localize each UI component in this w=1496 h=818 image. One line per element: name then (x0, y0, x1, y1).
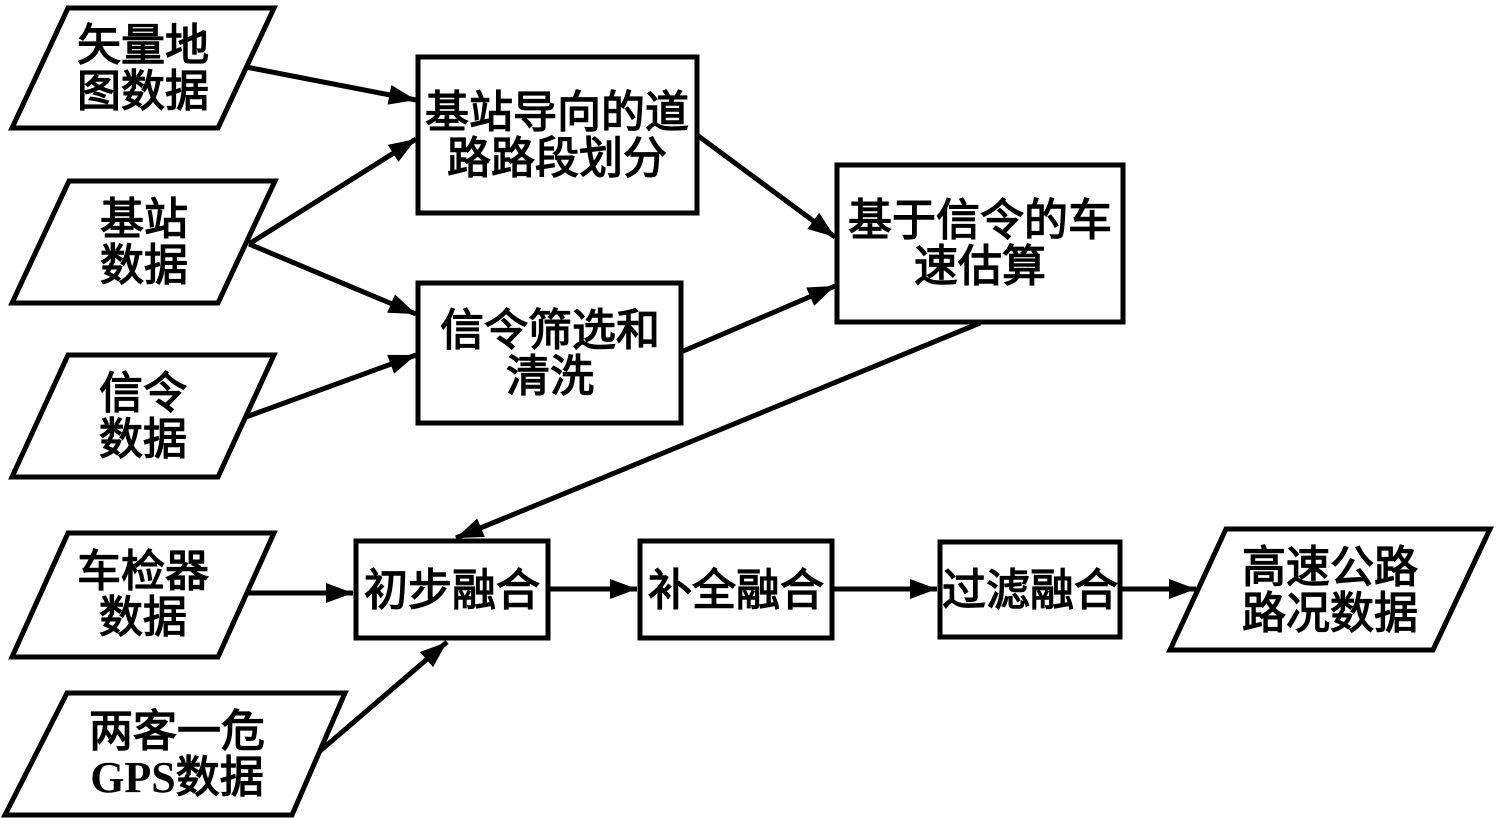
arrowhead (1169, 579, 1196, 599)
arrowhead (806, 286, 835, 306)
node-base-station-data: 基站 数据 (8, 178, 279, 306)
initial-fusion-shape (353, 538, 551, 641)
completion-fusion-shape (637, 538, 835, 641)
speed-estimation-shape (834, 162, 1126, 325)
road-segmentation-label-line2: 路路段划分 (447, 134, 667, 183)
highway-traffic-output-label-line2: 路况数据 (1242, 589, 1418, 638)
highway-traffic-output-label-line1: 高速公路 (1242, 543, 1419, 592)
arrowhead (419, 642, 447, 668)
base-station-data-shape (8, 178, 279, 306)
node-speed-estimation: 基于信令的车 速估算 (834, 162, 1126, 325)
vehicle-detector-data-label-line1: 车检器 (77, 547, 210, 596)
arrowhead (807, 212, 835, 237)
edge-road-segmentation-to-speed-estimation (695, 132, 837, 240)
node-vector-map-data: 矢量地 图数据 (8, 5, 278, 131)
edge-speed-estimation-to-initial-fusion (455, 320, 981, 541)
road-segmentation-shape (415, 54, 700, 216)
gps-data-label-line2: GPS数据 (90, 753, 264, 802)
arrowhead (610, 579, 637, 599)
signaling-data-shape (8, 352, 278, 480)
arrowhead (456, 518, 485, 538)
edge-vector-map-to-road-segmentation (245, 64, 417, 103)
completion-fusion-label: 补全融合 (648, 565, 824, 615)
speed-estimation-label-line1: 基于信令的车 (848, 196, 1112, 245)
signal-filtering-label-line1: 信令筛选和 (440, 306, 660, 355)
node-road-segmentation: 基站导向的道 路路段划分 (415, 54, 700, 216)
edge-signal-filtering-to-speed-estimation (680, 283, 836, 355)
vector-map-data-label-line1: 矢量地 (77, 21, 209, 70)
gps-data-shape (0, 690, 349, 818)
node-signaling-data: 信令 数据 (8, 352, 278, 480)
filter-fusion-shape (937, 539, 1123, 640)
speed-estimation-label-line2: 速估算 (914, 242, 1046, 291)
signal-filtering-label-line2: 清洗 (506, 352, 594, 401)
initial-fusion-label: 初步融合 (364, 566, 540, 615)
edge-gps-to-initial-fusion (318, 640, 449, 753)
arrowhead (387, 294, 416, 314)
arrowhead (326, 583, 353, 603)
node-initial-fusion: 初步融合 (353, 538, 551, 641)
arrowhead (387, 85, 416, 105)
node-signal-filtering: 信令筛选和 清洗 (415, 280, 684, 426)
node-highway-traffic-output: 高速公路 路况数据 (1166, 526, 1494, 653)
signaling-data-label-line2: 数据 (99, 415, 187, 464)
arrowhead (387, 139, 416, 162)
node-vehicle-detector-data: 车检器 数据 (8, 530, 278, 660)
vector-map-data-shape (8, 5, 278, 131)
arrowhead (387, 354, 416, 374)
highway-traffic-output-shape (1166, 526, 1494, 653)
edge-base-station-to-road-segmentation (247, 136, 418, 247)
signaling-data-label-line1: 信令 (99, 369, 188, 418)
edge-signaling-to-signal-filtering (245, 352, 417, 420)
vehicle-detector-data-shape (8, 530, 278, 660)
vehicle-detector-data-label-line2: 数据 (99, 593, 187, 642)
road-segmentation-label-line1: 基站导向的道 (425, 88, 689, 137)
node-gps-data: 两客一危 GPS数据 (0, 690, 349, 818)
gps-data-label-line1: 两客一危 (89, 707, 265, 756)
arrowhead (910, 579, 937, 599)
node-filter-fusion: 过滤融合 (937, 539, 1123, 640)
base-station-data-label-line1: 基站 (100, 195, 188, 244)
signal-filtering-shape (415, 280, 684, 426)
filter-fusion-label: 过滤融合 (942, 566, 1118, 615)
vector-map-data-label-line2: 图数据 (77, 67, 209, 116)
node-completion-fusion: 补全融合 (637, 538, 835, 641)
base-station-data-label-line2: 数据 (100, 241, 188, 290)
edge-base-station-to-signal-filtering (248, 241, 417, 317)
edges-layer (245, 64, 1196, 753)
